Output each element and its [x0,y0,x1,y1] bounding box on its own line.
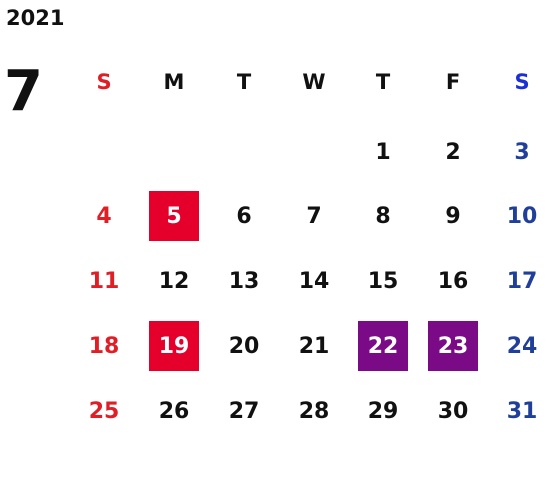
day-cell: 20 [228,333,260,359]
day-cell: 3 [514,139,530,165]
weekday-header: M [163,70,185,94]
day-cell: 30 [437,398,469,424]
day-cell: 27 [228,398,260,424]
weekday-header: T [236,70,252,94]
day-cell: 11 [88,268,120,294]
day-cell: 8 [375,203,391,229]
highlighted-day-cell: 23 [428,321,478,371]
day-cell: 2 [445,139,461,165]
day-cell: 17 [506,268,538,294]
day-cell: 26 [158,398,190,424]
day-cell: 18 [88,333,120,359]
highlighted-day-cell: 5 [149,191,199,241]
weekday-header: T [375,70,391,94]
day-cell: 25 [88,398,120,424]
day-cell: 4 [96,203,112,229]
day-cell: 29 [367,398,399,424]
weekday-header: F [445,70,461,94]
day-cell: 16 [437,268,469,294]
weekday-header: S [96,70,112,94]
day-cell: 10 [506,203,538,229]
month-number: 7 [4,59,43,124]
day-cell: 9 [445,203,461,229]
day-cell: 24 [506,333,538,359]
day-cell: 7 [306,203,322,229]
day-cell: 1 [375,139,391,165]
day-cell: 14 [298,268,330,294]
weekday-header: W [302,70,326,94]
year-label: 2021 [6,6,65,30]
weekday-header: S [514,70,530,94]
day-cell: 31 [506,398,538,424]
day-cell: 13 [228,268,260,294]
day-cell: 28 [298,398,330,424]
day-cell: 12 [158,268,190,294]
highlighted-day-cell: 19 [149,321,199,371]
day-cell: 21 [298,333,330,359]
day-cell: 15 [367,268,399,294]
day-cell: 6 [236,203,252,229]
highlighted-day-cell: 22 [358,321,408,371]
